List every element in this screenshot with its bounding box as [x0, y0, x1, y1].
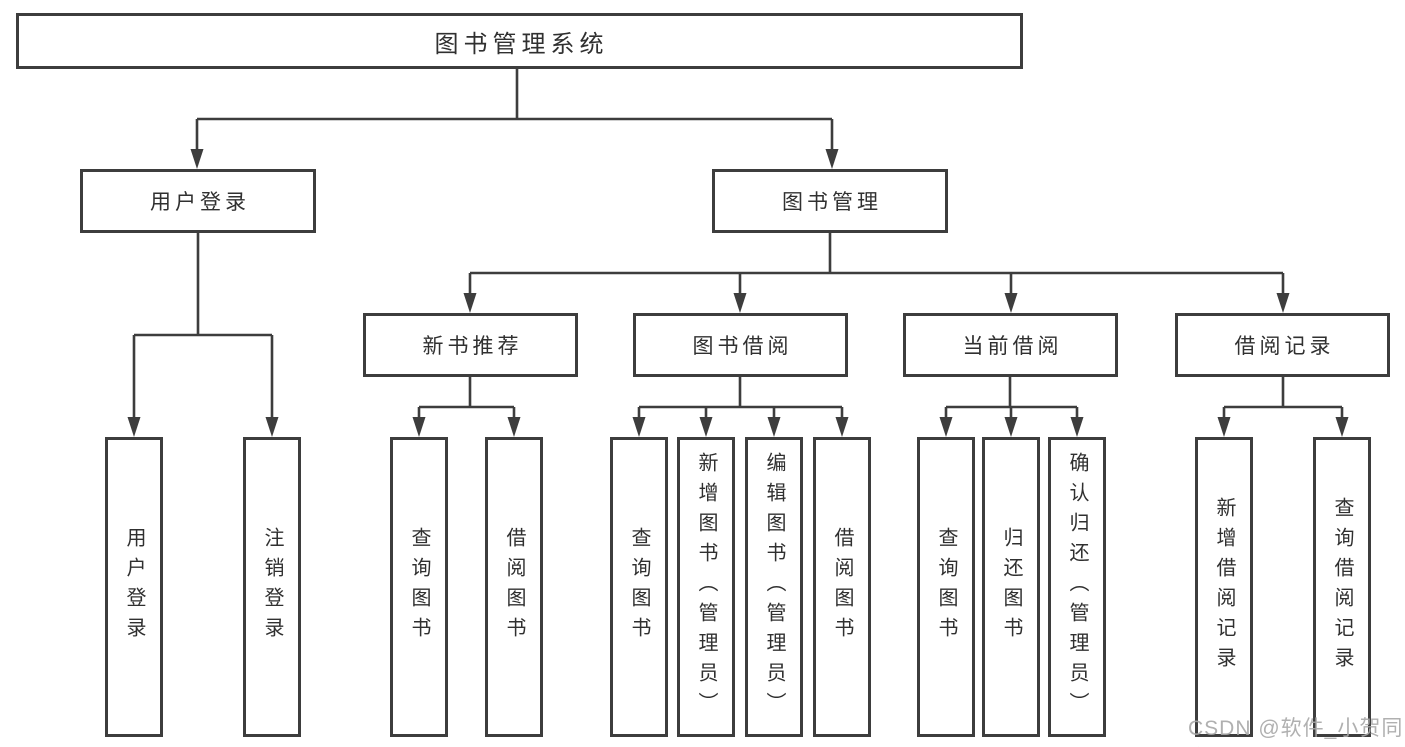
leaf-return-book: 归还图书	[982, 437, 1040, 737]
leaf-label: 新增借阅记录	[1213, 497, 1235, 677]
leaf-label: 用户登录	[123, 527, 145, 647]
node-borrowing-records: 借阅记录	[1175, 313, 1390, 377]
leaf-label: 新增图书（管理员）	[695, 452, 717, 722]
leaf-label: 查询图书	[628, 527, 650, 647]
leaf-query-borrow-record: 查询借阅记录	[1313, 437, 1371, 737]
node-book-management: 图书管理	[712, 169, 948, 233]
leaf-label: 注销登录	[261, 527, 283, 647]
leaf-label: 确认归还（管理员）	[1066, 452, 1088, 722]
leaf-add-borrow-record: 新增借阅记录	[1195, 437, 1253, 737]
leaf-query-books-2: 查询图书	[610, 437, 668, 737]
leaf-query-books-3: 查询图书	[917, 437, 975, 737]
csdn-watermark: CSDN @软件_小贺同学	[1188, 717, 1404, 740]
node-user-login: 用户登录	[80, 169, 316, 233]
leaf-user-login: 用户登录	[105, 437, 163, 737]
leaf-confirm-return-admin: 确认归还（管理员）	[1048, 437, 1106, 737]
leaf-borrow-books-2: 借阅图书	[813, 437, 871, 737]
leaf-borrow-books-1: 借阅图书	[485, 437, 543, 737]
leaf-label: 借阅图书	[831, 527, 853, 647]
leaf-edit-book-admin: 编辑图书（管理员）	[745, 437, 803, 737]
leaf-label: 借阅图书	[503, 527, 525, 647]
node-current-borrowing: 当前借阅	[903, 313, 1118, 377]
node-root-system: 图书管理系统	[16, 13, 1023, 69]
leaf-label: 查询图书	[935, 527, 957, 647]
leaf-query-books-1: 查询图书	[390, 437, 448, 737]
leaf-label: 归还图书	[1000, 527, 1022, 647]
leaf-add-book-admin: 新增图书（管理员）	[677, 437, 735, 737]
leaf-label: 查询借阅记录	[1331, 497, 1353, 677]
node-book-borrowing: 图书借阅	[633, 313, 848, 377]
leaf-label: 查询图书	[408, 527, 430, 647]
leaf-logout: 注销登录	[243, 437, 301, 737]
leaf-label: 编辑图书（管理员）	[763, 452, 785, 722]
node-new-book-recommendation: 新书推荐	[363, 313, 578, 377]
